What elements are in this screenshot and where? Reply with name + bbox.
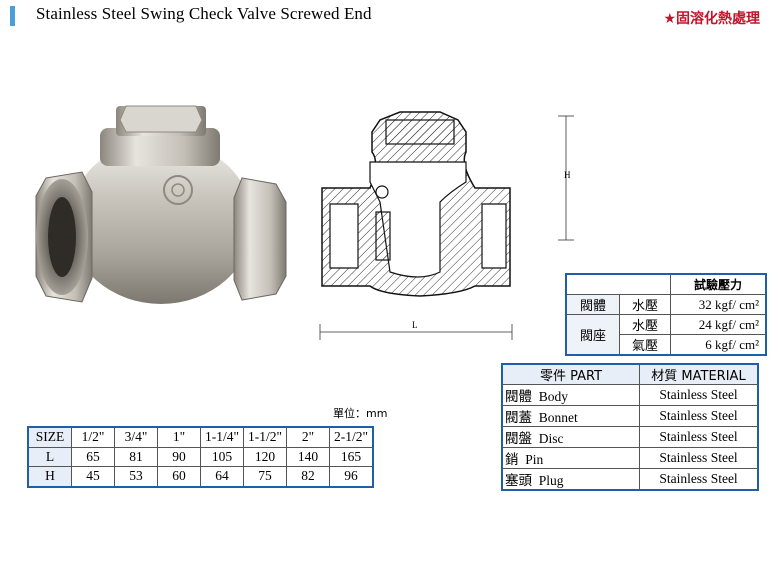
l-cell: 65 xyxy=(71,446,115,467)
value-body-hydro: 32 kgf/ cm² xyxy=(670,294,767,315)
part-en: Bonnet xyxy=(538,410,578,425)
size-header: SIZE xyxy=(27,426,72,448)
value-seat-air: 6 kgf/ cm² xyxy=(670,334,767,356)
part-header: 零件 PART xyxy=(501,363,640,385)
table-row: 閥盤 Disc Stainless Steel xyxy=(501,426,759,448)
part-en: Disc xyxy=(538,431,564,446)
size-cell: 1-1/4" xyxy=(200,426,244,448)
h-cell: 82 xyxy=(286,466,330,487)
l-header: L xyxy=(27,446,72,467)
part-material: Stainless Steel xyxy=(639,447,759,469)
materials-table: 零件 PART 材質 MATERIAL 閥體 Body Stainless St… xyxy=(501,363,759,491)
table-row: 閥蓋 Bonnet Stainless Steel xyxy=(501,405,759,427)
page-title: Stainless Steel Swing Check Valve Screwe… xyxy=(36,4,372,23)
part-en: Plug xyxy=(538,473,564,488)
size-cell: 1-1/2" xyxy=(243,426,287,448)
part-material: Stainless Steel xyxy=(639,384,759,406)
h-cell: 75 xyxy=(243,466,287,487)
h-cell: 53 xyxy=(114,466,158,487)
cross-section-drawing: H L xyxy=(319,111,574,340)
h-cell: 64 xyxy=(200,466,244,487)
dim-h-label: H xyxy=(564,170,571,180)
test-pressure-table: 試驗壓力 閥體 水壓 32 kgf/ cm² 閥座 水壓 24 kgf/ cm²… xyxy=(565,273,767,356)
h-cell: 60 xyxy=(157,466,201,487)
part-en: Body xyxy=(538,389,569,404)
size-table: SIZE 1/2" 3/4" 1" 1-1/4" 1-1/2" 2" 2-1/2… xyxy=(27,426,374,488)
part-material: Stainless Steel xyxy=(639,405,759,427)
part-cn: 銷 xyxy=(505,452,519,468)
part-cn: 閥盤 xyxy=(505,431,532,447)
size-cell: 1" xyxy=(157,426,201,448)
part-cn: 閥蓋 xyxy=(505,410,532,426)
part-cn: 塞頭 xyxy=(505,473,532,489)
valve-photo xyxy=(35,105,287,304)
material-header: 材質 MATERIAL xyxy=(639,363,759,385)
l-cell: 120 xyxy=(243,446,287,467)
unit-label: 單位：mm xyxy=(333,407,388,420)
kind-hydro-body: 水壓 xyxy=(619,294,671,315)
h-header: H xyxy=(27,466,72,487)
heat-treatment-note: ★固溶化熱處理 xyxy=(663,11,760,27)
kind-air-seat: 氣壓 xyxy=(619,334,671,356)
h-cell: 96 xyxy=(329,466,374,487)
l-cell: 105 xyxy=(200,446,244,467)
value-seat-hydro: 24 kgf/ cm² xyxy=(670,314,767,335)
l-cell: 165 xyxy=(329,446,374,467)
size-cell: 1/2" xyxy=(71,426,115,448)
table-row: 塞頭 Plug Stainless Steel xyxy=(501,468,759,491)
part-material: Stainless Steel xyxy=(639,468,759,491)
category-seat: 閥座 xyxy=(565,314,620,356)
l-cell: 81 xyxy=(114,446,158,467)
size-cell: 3/4" xyxy=(114,426,158,448)
part-material: Stainless Steel xyxy=(639,426,759,448)
l-cell: 90 xyxy=(157,446,201,467)
dim-l-label: L xyxy=(412,320,418,330)
category-body: 閥體 xyxy=(565,294,620,315)
table-row: H 45 53 60 64 75 82 96 xyxy=(27,466,374,487)
table-row: 銷 Pin Stainless Steel xyxy=(501,447,759,469)
part-cn: 閥體 xyxy=(505,389,532,405)
table-row: L 65 81 90 105 120 140 165 xyxy=(27,446,374,467)
title-accent-bar xyxy=(10,6,15,26)
table-row: SIZE 1/2" 3/4" 1" 1-1/4" 1-1/2" 2" 2-1/2… xyxy=(27,426,374,448)
part-en: Pin xyxy=(525,452,544,467)
size-cell: 2" xyxy=(286,426,330,448)
kind-hydro-seat: 水壓 xyxy=(619,314,671,335)
test-pressure-header: 試驗壓力 xyxy=(670,273,767,295)
h-cell: 45 xyxy=(71,466,115,487)
l-cell: 140 xyxy=(286,446,330,467)
size-cell: 2-1/2" xyxy=(329,426,374,448)
table-row: 閥體 Body Stainless Steel xyxy=(501,384,759,406)
